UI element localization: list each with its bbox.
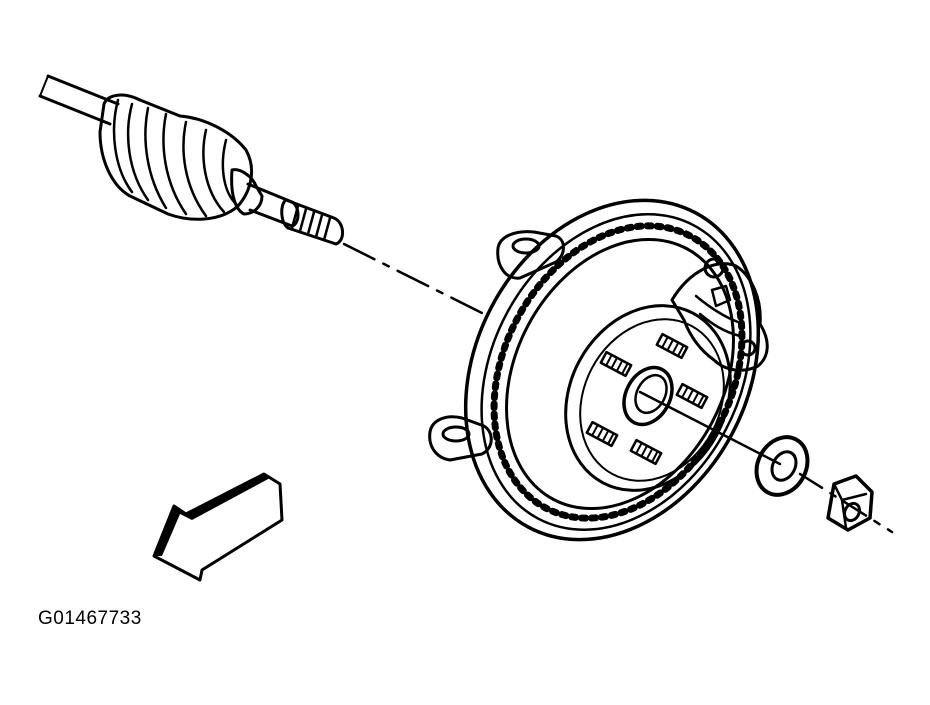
figure-id-label: G01467733	[38, 608, 142, 629]
hub-flange	[564, 304, 732, 492]
cv-joint-boot	[98, 93, 253, 221]
hub-washer	[754, 435, 810, 497]
brake-caliper-bracket	[670, 257, 769, 372]
outer-cv-joint	[230, 168, 300, 228]
hub-nut	[826, 474, 874, 532]
brake-rotor	[463, 198, 761, 542]
vehicle-front-arrow-icon	[152, 472, 284, 582]
splined-stub-shaft	[280, 198, 344, 246]
wheel-studs	[585, 332, 709, 466]
